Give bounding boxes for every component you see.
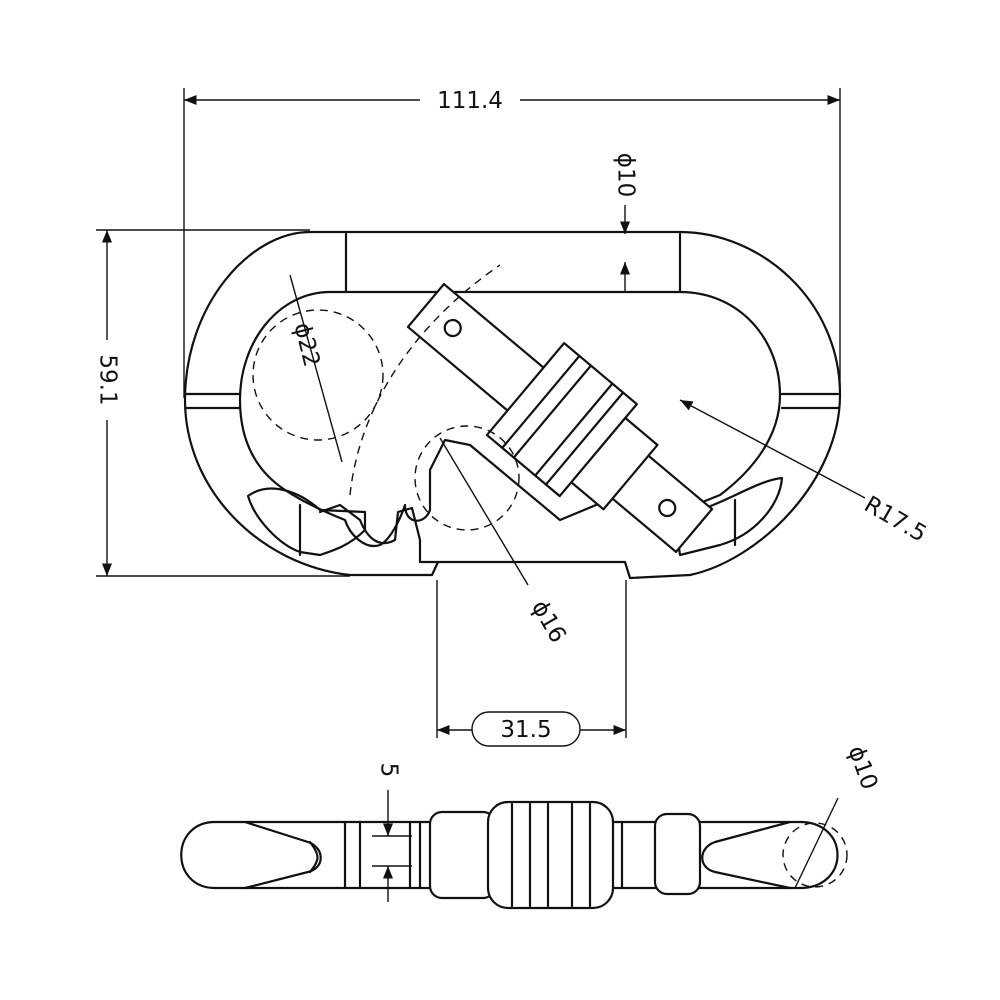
gate-rivet-top [443, 318, 462, 338]
gate-swing-arc [349, 264, 501, 496]
dim-top-bar-diameter: ϕ10 [613, 153, 639, 197]
pin-circle-dashed [414, 425, 520, 531]
front-view [183, 230, 842, 580]
right-nose-lip [673, 476, 784, 557]
side-view [180, 800, 848, 910]
side-profile-outline [180, 820, 839, 890]
gate-rivet-bottom [658, 498, 677, 518]
sleeve-lower-block [570, 416, 659, 511]
dim-hook-leader [289, 274, 343, 463]
hook-notch [318, 503, 440, 564]
sleeve-ring-2 [512, 364, 593, 459]
dim-hook-diameter: ϕ22 [288, 320, 324, 369]
dimensions-front: 111.4 59.1 ϕ10 ϕ22 ϕ16 R17.5 31.5 [95, 88, 931, 747]
dim-radius-leader [679, 399, 866, 499]
side-left-tip [308, 840, 319, 874]
dim-pin-leader [439, 437, 529, 586]
sleeve-ring-4 [544, 391, 625, 486]
sleeve-ring-1 [501, 354, 581, 449]
side-end-circle-dashed [782, 822, 848, 888]
side-gate-collar-left [428, 810, 497, 900]
dim-overall-height: 59.1 [95, 354, 121, 405]
dim-side-diameter: ϕ10 [843, 742, 883, 793]
dim-gate-opening: 31.5 [500, 717, 551, 743]
gate-assembly [406, 282, 714, 554]
side-right-taper [701, 820, 792, 890]
dim-end-radius: R17.5 [860, 492, 931, 548]
dim-pin-diameter: ϕ16 [526, 596, 571, 647]
dim-side-thickness: 5 [376, 763, 402, 778]
side-left-taper [243, 820, 322, 890]
gate-dim-box [471, 711, 581, 747]
body-outer-contour [183, 230, 842, 580]
side-sleeve [486, 800, 615, 910]
body-inner-contour [238, 290, 782, 548]
sleeve-ring-3 [534, 382, 614, 477]
side-gate-collar-right [653, 812, 702, 896]
dim-side-leader [794, 797, 839, 889]
left-nose-lip [246, 487, 367, 557]
hook-circle-dashed [252, 309, 384, 441]
dim-overall-width: 111.4 [437, 88, 503, 114]
